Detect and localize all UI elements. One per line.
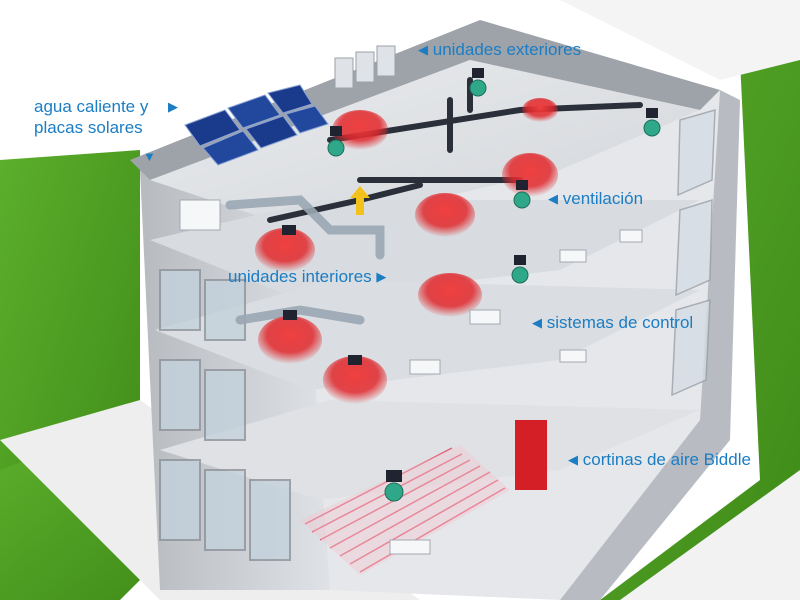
arrow-agua-caliente: ▶ (168, 96, 178, 117)
roof-floor (150, 60, 700, 230)
label-ventilacion-text: ventilación (562, 189, 644, 208)
air-curtain-panel (515, 420, 547, 490)
label-unidades-exteriores-text: unidades exteriores (432, 40, 582, 59)
heat-glow (522, 98, 558, 122)
label-sistemas-de-control-text: sistemas de control (546, 313, 694, 332)
heat-glow (323, 356, 387, 404)
heat-glow (415, 193, 475, 237)
duct-silver (225, 195, 385, 325)
heat-glow (332, 110, 388, 150)
indoor-units (327, 79, 661, 502)
triangle-arrow-icon: ▶ (168, 99, 178, 114)
label-unidades-interiores: unidades interiores ▶ (228, 266, 386, 287)
label-unidades-interiores-text: unidades interiores (228, 267, 372, 286)
heat-glow (258, 316, 322, 364)
label-cortinas-de-aire: ◀ cortinas de aire Biddle (568, 449, 751, 470)
left-windows (159, 269, 291, 561)
label-cortinas-de-aire-text: cortinas de aire Biddle (582, 450, 751, 469)
triangle-arrow-icon: ◀ (568, 452, 578, 467)
label-agua-caliente: agua caliente y placas solares (34, 96, 148, 138)
heated-floor-area (300, 445, 510, 575)
sidewalk-right (620, 470, 800, 600)
outdoor-units (334, 45, 396, 89)
heat-glow (418, 273, 482, 317)
triangle-arrow-icon: ▶ (376, 269, 387, 284)
indoor-unit-boxes (282, 68, 658, 482)
heat-glow (255, 228, 315, 272)
triangle-arrow-icon: ◀ (418, 42, 428, 57)
sidewalk-top (560, 0, 800, 80)
label-agua-caliente-line1: agua caliente y (34, 97, 149, 116)
warm-air-arrow (350, 186, 370, 215)
triangle-arrow-icon: ◀ (548, 191, 558, 206)
arrow-agua-caliente-down: ▼ (143, 146, 156, 167)
right-windows (671, 108, 716, 397)
heat-glows (255, 98, 558, 404)
floor-slab-1 (160, 400, 700, 500)
building-right-face (560, 90, 740, 600)
label-unidades-exteriores: ◀ unidades exteriores (418, 39, 581, 60)
furniture (179, 199, 643, 555)
solar-panels (184, 84, 329, 166)
label-sistemas-de-control: ◀ sistemas de control (532, 312, 693, 333)
duct-network (267, 77, 643, 223)
label-agua-caliente-line2: placas solares (34, 118, 143, 137)
triangle-arrow-icon: ▼ (143, 149, 156, 164)
label-ventilacion: ◀ ventilación (548, 188, 643, 209)
triangle-arrow-icon: ◀ (532, 315, 542, 330)
roof-slab (130, 20, 720, 180)
